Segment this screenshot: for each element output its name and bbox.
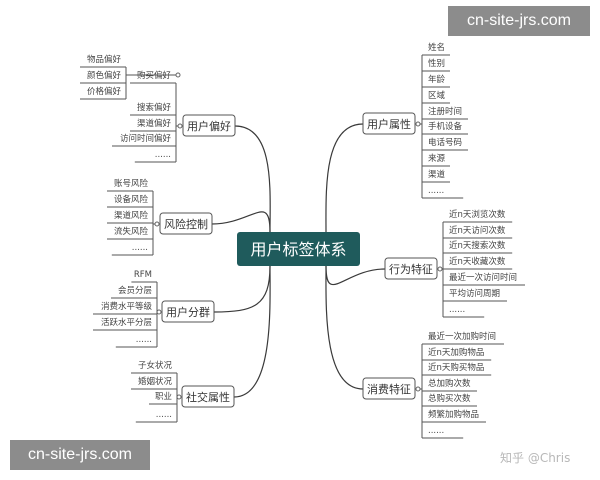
leaf-label: 消费水平等级: [101, 301, 153, 312]
leaf-label: 物品偏好: [87, 54, 122, 65]
leaf-label: 婚姻状况: [138, 376, 173, 387]
leaf-label: ......: [155, 150, 171, 160]
leaf-label: 最近一次访问时间: [449, 272, 517, 283]
leaf-label: 年龄: [428, 74, 446, 85]
leaf-label: 活跃水平分层: [101, 317, 152, 328]
leaf-label: 最近一次加购时间: [428, 331, 496, 342]
branch-label: 社交属性: [186, 390, 230, 404]
leaf-label: 电话号码: [428, 137, 462, 148]
leaf-label: 总购买次数: [428, 393, 471, 404]
leaf-label: 访问时间偏好: [120, 133, 172, 144]
leaf-label: 性别: [428, 58, 445, 69]
leaf-label: 注册时间: [428, 106, 462, 117]
branch-label: 用户偏好: [187, 119, 231, 133]
collapse-dot: [154, 221, 160, 227]
leaf-label: 近n天访问次数: [449, 225, 506, 236]
branch-label: 消费特征: [367, 382, 411, 396]
branch-label: 用户属性: [367, 117, 411, 131]
center-title: 用户标签体系: [250, 240, 346, 259]
branch-curve: [233, 265, 271, 398]
branch-curve: [325, 265, 386, 286]
leaf-label: 渠道: [428, 169, 446, 180]
branch-curve: [211, 211, 271, 233]
leaf-label: 总加购次数: [428, 378, 471, 389]
leaf-label: 会员分层: [118, 285, 152, 296]
leaf-label: 来源: [428, 154, 446, 164]
branch-curve: [213, 265, 271, 313]
leaf-label: ......: [136, 335, 152, 345]
leaf-label: 职业: [155, 391, 172, 402]
branch-node: [159, 212, 213, 235]
watermark-bottom: cn-site-jrs.com: [10, 440, 150, 470]
leaf-label: 平均访问周期: [449, 288, 500, 299]
collapse-dot: [415, 386, 421, 392]
leaf-label: 区域: [428, 90, 446, 101]
leaf-label: ......: [428, 186, 444, 196]
branch-node: [182, 114, 236, 137]
branch-label: 风险控制: [164, 217, 208, 231]
branch-node: [384, 257, 438, 280]
watermark-top: cn-site-jrs.com: [448, 6, 590, 36]
leaf-label: ......: [449, 305, 465, 315]
leaf-label: 近n天搜索次数: [449, 240, 506, 251]
leaf-label: RFM: [134, 270, 152, 280]
leaf-label: 账号风险: [114, 178, 149, 189]
branch-node: [161, 300, 215, 323]
collapse-dot: [437, 266, 443, 272]
leaf-label: 搜索偏好: [137, 102, 172, 113]
leaf-label: ......: [132, 243, 148, 253]
branch-node: [362, 377, 416, 400]
leaf-label: 近n天加购物品: [428, 347, 484, 358]
collapse-dot: [156, 309, 162, 315]
leaf-label: ......: [428, 426, 444, 436]
leaf-label: 渠道风险: [114, 210, 149, 221]
collapse-dot: [175, 72, 181, 78]
leaf-label: 颜色偏好: [87, 70, 122, 81]
center-node: [237, 232, 360, 266]
branch-curve: [325, 265, 364, 390]
branch-label: 用户分群: [166, 305, 210, 319]
branch-node: [181, 385, 235, 408]
leaf-label: 渠道偏好: [137, 118, 172, 129]
collapse-dot: [176, 394, 182, 400]
leaf-label: 设备风险: [114, 194, 149, 205]
branch-label: 行为特征: [389, 262, 433, 276]
branch-curve: [234, 125, 271, 233]
leaf-label: 价格偏好: [87, 86, 122, 97]
leaf-label: 手机设备: [428, 121, 463, 132]
leaf-label: 姓名: [428, 42, 445, 53]
branch-curve: [325, 123, 364, 233]
branch-node: [362, 112, 416, 135]
leaf-label: 子女状况: [138, 360, 173, 371]
leaf-label: 近n天购买物品: [428, 362, 484, 373]
leaf-label: 频繁加购物品: [428, 409, 479, 420]
leaf-label: 近n天浏览次数: [449, 209, 506, 220]
collapse-dot: [177, 123, 183, 129]
leaf-label: 流失风险: [114, 226, 149, 237]
leaf-label: ......: [156, 410, 172, 420]
leaf-label: 近n天收藏次数: [449, 256, 506, 267]
watermark-inline: 知乎 @Chris: [500, 451, 570, 465]
collapse-dot: [415, 121, 421, 127]
